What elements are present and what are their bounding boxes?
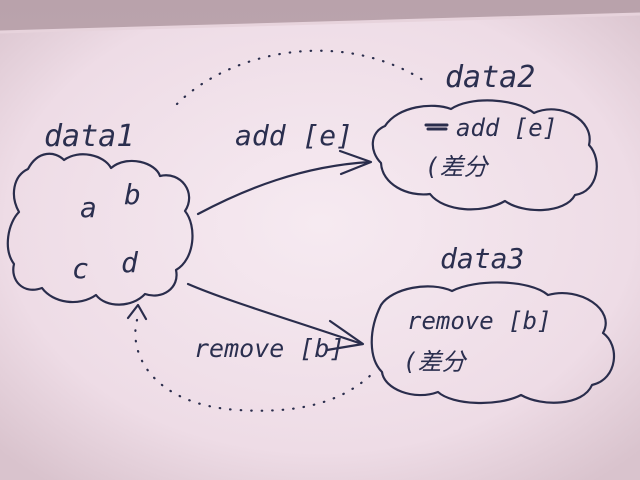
paper-top-edge	[0, 12, 640, 34]
dotted-arc-bottom-head	[126, 303, 148, 321]
data2-label: data2	[445, 60, 535, 95]
data3-remove-b: remove [b]	[407, 307, 552, 335]
letter-b: b	[124, 178, 141, 211]
data3-label: data3	[440, 242, 524, 275]
data1-label: data1	[44, 119, 134, 154]
data3-cloud	[370, 281, 616, 404]
arrow-to-data2	[196, 160, 372, 216]
data2-sub: (差分	[425, 153, 489, 181]
add-e-label: add [e]	[235, 119, 353, 152]
remove-b-label: remove [b]	[194, 334, 345, 363]
dotted-arc-top	[175, 49, 431, 106]
arrowhead-to-data3	[325, 319, 365, 352]
arrow-to-data3	[186, 282, 364, 346]
letter-d: d	[121, 246, 139, 279]
letter-c: c	[72, 252, 89, 285]
arrowhead-to-data2	[338, 149, 373, 176]
letter-a: a	[80, 191, 97, 224]
strike-mark	[424, 123, 449, 131]
data2-add-e: add [e]	[456, 114, 557, 142]
data3-sub: (差分	[403, 348, 467, 376]
data1-cloud	[6, 152, 194, 306]
paper-sheet	[0, 14, 640, 480]
data2-cloud	[371, 99, 598, 212]
